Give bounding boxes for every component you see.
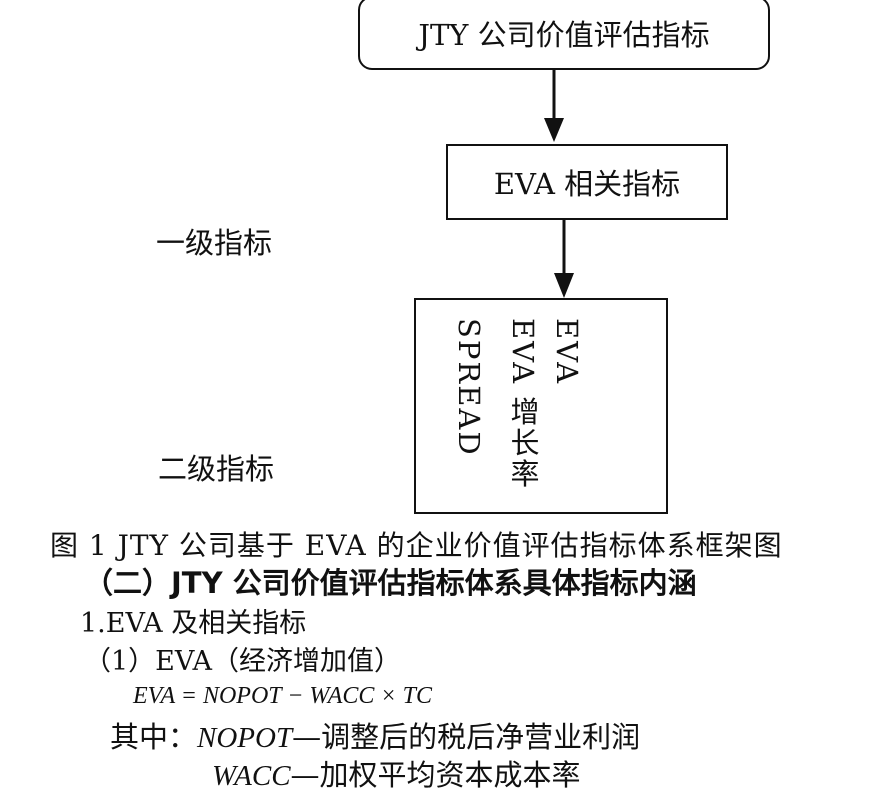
level-two-item-eva: EVA: [550, 318, 584, 386]
level-one-node-label: EVA 相关指标: [493, 167, 681, 201]
wacc-term: WACC: [212, 760, 291, 792]
level-two-item-eva-growth: EVA 增长率: [506, 318, 540, 490]
section-heading: （二）JTY 公司价值评估指标体系具体指标内涵: [84, 566, 697, 600]
arrow-mid-to-bottom: [554, 220, 574, 298]
subsubsection-heading: （1）EVA（经济增加值）: [84, 646, 402, 677]
definition-nopot: 其中：NOPOT—调整后的税后净营业利润: [110, 714, 640, 756]
nopot-description: —调整后的税后净营业利润: [292, 720, 641, 754]
definition-wacc: WACC—加权平均资本成本率: [212, 752, 581, 794]
level-two-item-spread: SPREAD: [452, 318, 486, 457]
nopot-term: NOPOT: [197, 722, 293, 754]
diagram-level-two-node: EVA EVA 增长率 SPREAD: [414, 298, 668, 514]
figure-caption: 图 1 JTY 公司基于 EVA 的企业价值评估指标体系框架图: [50, 529, 783, 562]
subsection-heading: 1.EVA 及相关指标: [80, 608, 307, 639]
diagram-root-node: JTY 公司价值评估指标: [358, 0, 770, 70]
level-two-label: 二级指标: [158, 452, 275, 486]
root-node-label: JTY 公司价值评估指标: [418, 18, 710, 52]
arrow-top-to-mid: [544, 70, 564, 142]
eva-formula: EVA = NOPOT − WACC × TC: [133, 683, 432, 709]
diagram-level-one-node: EVA 相关指标: [446, 144, 728, 220]
level-one-label: 一级指标: [156, 226, 273, 260]
definition-prefix: 其中：: [110, 720, 198, 754]
wacc-description: —加权平均资本成本率: [290, 758, 581, 792]
